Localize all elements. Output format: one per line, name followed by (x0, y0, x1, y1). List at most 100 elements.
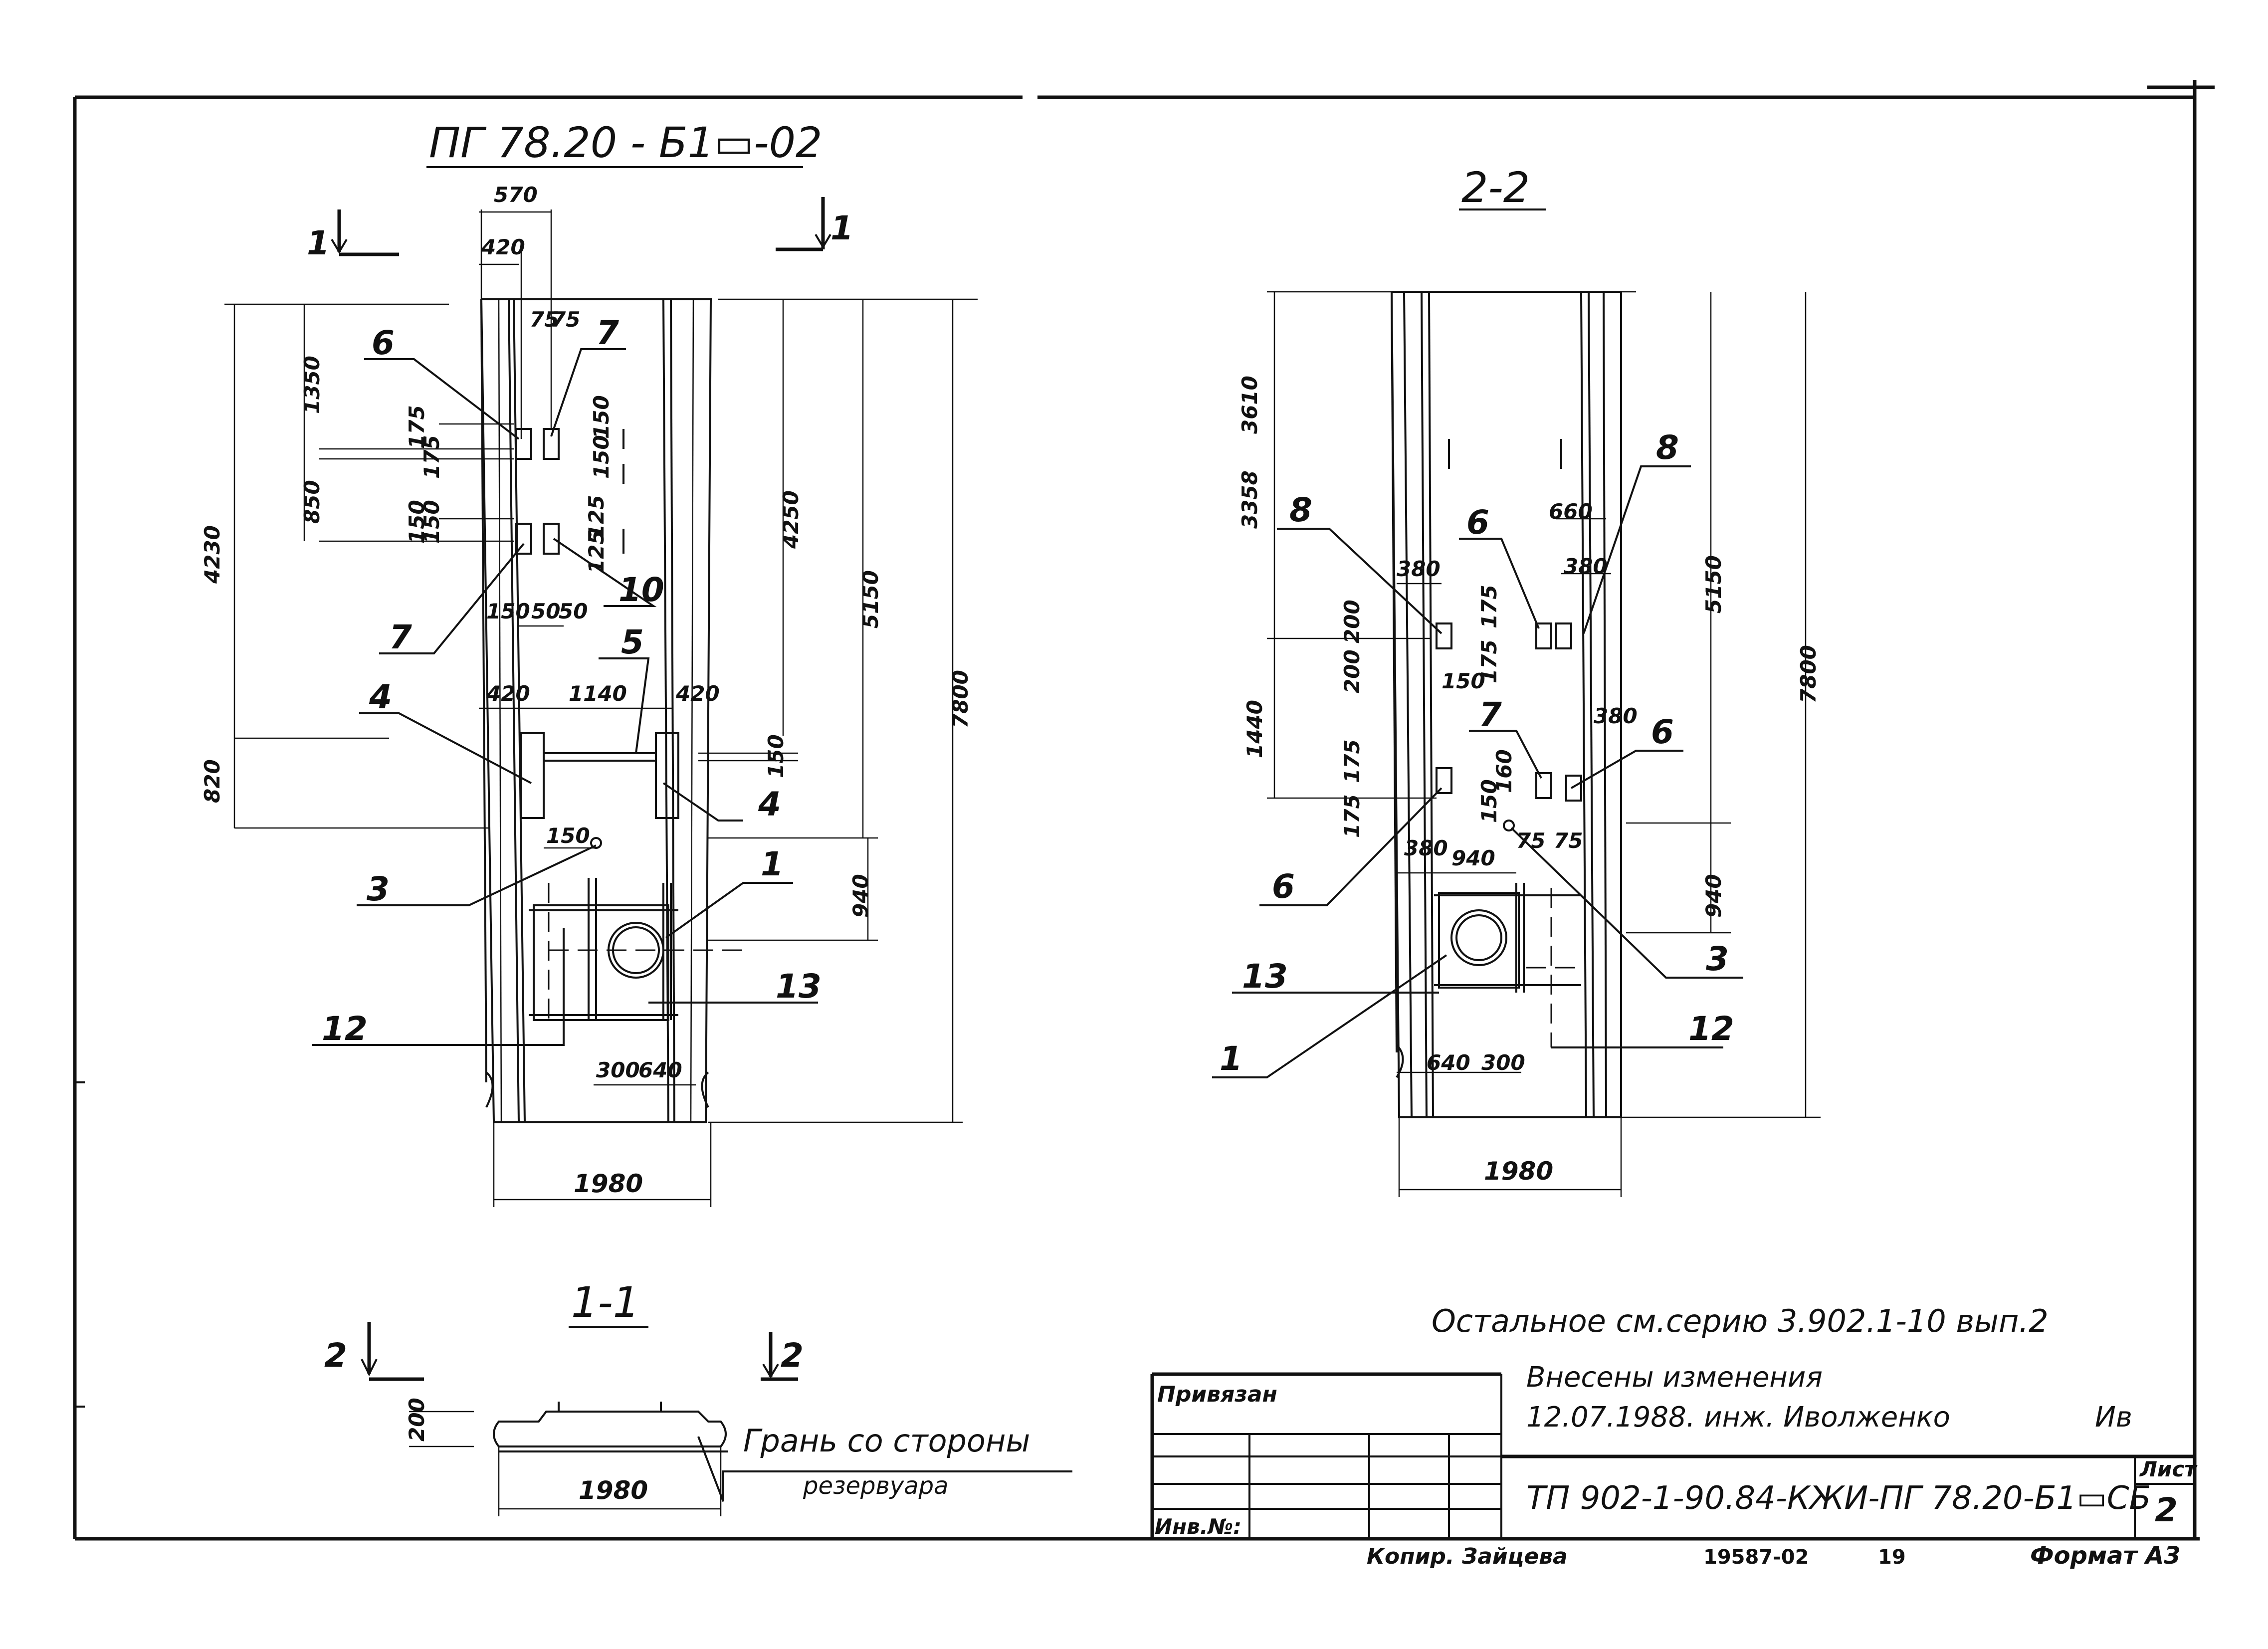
title-block: Привязан Инв.№: ТП 902-1-90.84-КЖИ-ПГ 78… (1150, 1372, 2198, 1539)
svg-text:3: 3 (367, 870, 390, 908)
svg-text:50: 50 (559, 599, 588, 623)
svg-text:13: 13 (776, 967, 822, 1006)
svg-text:7: 7 (596, 314, 619, 352)
svg-text:200: 200 (1340, 600, 1364, 643)
svg-text:1980: 1980 (1484, 1157, 1553, 1186)
svg-text:160: 160 (1492, 749, 1516, 793)
left-view-dimensions: 570 420 75 75 1350 175 175 150 150 850 1… (200, 183, 978, 1207)
svg-text:150: 150 (546, 824, 590, 848)
document-code: ТП 902-1-90.84-КЖИ-ПГ 78.20-Б1▭СБ (1526, 1480, 2151, 1517)
inv-no-label: Инв.№: (1155, 1514, 1241, 1539)
svg-text:150: 150 (1442, 669, 1485, 693)
svg-text:570: 570 (494, 183, 538, 207)
svg-text:7: 7 (1479, 695, 1502, 734)
svg-text:820: 820 (200, 759, 224, 803)
svg-text:1140: 1140 (569, 681, 627, 706)
svg-text:Копир. Зайцева: Копир. Зайцева (1367, 1544, 1568, 1569)
svg-text:380: 380 (1397, 557, 1441, 581)
mark-title: ПГ 78.20 - Б1▭-02 (429, 118, 822, 167)
svg-text:19587-02: 19587-02 (1703, 1546, 1809, 1569)
svg-text:380: 380 (1404, 836, 1448, 860)
svg-text:50: 50 (531, 599, 560, 623)
svg-text:1: 1 (761, 845, 784, 883)
svg-text:Грань со стороны: Грань со стороны (743, 1423, 1030, 1459)
series-note: Остальное см.серию 3.902.1-10 вып.2 (1432, 1303, 2049, 1339)
svg-text:1440: 1440 (1242, 700, 1267, 758)
svg-text:10: 10 (619, 571, 664, 609)
svg-text:75: 75 (530, 307, 559, 332)
svg-text:4: 4 (369, 678, 392, 716)
svg-text:125: 125 (584, 495, 609, 539)
svg-text:4230: 4230 (200, 525, 224, 584)
privyazan-label: Привязан (1157, 1382, 1277, 1407)
svg-text:1350: 1350 (300, 356, 324, 414)
svg-text:4250: 4250 (779, 490, 803, 549)
svg-text:175: 175 (1340, 794, 1364, 838)
svg-text:640: 640 (1427, 1050, 1470, 1075)
svg-text:300: 300 (1481, 1050, 1525, 1075)
svg-text:1: 1 (1220, 1039, 1242, 1078)
svg-text:75: 75 (1516, 828, 1545, 853)
svg-text:940: 940 (848, 874, 873, 918)
section-1-1: 1-1 2 2 200 1980 Грань со стороны резерв… (324, 1278, 1072, 1516)
svg-text:3610: 3610 (1237, 376, 1262, 434)
svg-text:7800: 7800 (1796, 645, 1821, 703)
footer: Копир. Зайцева 19587-02 19 Формат А3 (1367, 1542, 2181, 1570)
left-view-callouts: 6 7 7 10 5 4 4 3 1 13 12 (312, 314, 822, 1048)
svg-text:150: 150 (419, 500, 444, 544)
change-note: Внесены изменения 12.07.1988. инж. Иволж… (1526, 1361, 2132, 1434)
svg-text:175: 175 (1477, 639, 1501, 683)
svg-text:640: 640 (638, 1058, 682, 1082)
svg-text:Формат А3: Формат А3 (2030, 1542, 2181, 1570)
drawing-frame (73, 80, 2215, 1541)
svg-text:420: 420 (486, 681, 530, 706)
svg-text:5: 5 (621, 623, 644, 661)
svg-text:150: 150 (589, 395, 614, 439)
svg-text:940: 940 (1451, 846, 1495, 870)
svg-text:12: 12 (1688, 1010, 1734, 1048)
svg-text:150: 150 (486, 599, 530, 623)
section-2-2-title: 2-2 (1461, 163, 1530, 212)
svg-text:7: 7 (389, 618, 412, 656)
svg-text:5150: 5150 (1701, 555, 1726, 614)
svg-text:175: 175 (405, 405, 429, 449)
svg-text:резервуара: резервуара (803, 1472, 949, 1500)
sheet-label: Лист (2139, 1457, 2198, 1481)
svg-text:175: 175 (1340, 739, 1364, 783)
svg-text:19: 19 (1878, 1546, 1906, 1569)
svg-text:200: 200 (405, 1398, 429, 1442)
svg-text:150: 150 (589, 435, 614, 479)
svg-text:175: 175 (419, 435, 444, 479)
svg-text:2: 2 (324, 1336, 347, 1375)
svg-text:150: 150 (405, 500, 429, 544)
svg-text:6: 6 (372, 324, 395, 362)
svg-text:420: 420 (481, 235, 525, 259)
svg-text:380: 380 (1564, 554, 1608, 579)
svg-text:1980: 1980 (579, 1476, 648, 1505)
svg-text:13: 13 (1242, 957, 1288, 996)
svg-text:4: 4 (758, 785, 781, 824)
svg-text:380: 380 (1594, 704, 1638, 728)
svg-text:300: 300 (596, 1058, 640, 1082)
svg-text:2: 2 (781, 1336, 804, 1375)
svg-text:6: 6 (1651, 713, 1674, 751)
right-view-dimensions: 3358 3610 380 660 380 200 200 175 175 15… (1237, 291, 1821, 1197)
right-view-callouts: 8 8 6 7 6 6 3 13 12 1 (1212, 428, 1743, 1078)
svg-text:1: 1 (830, 209, 853, 247)
svg-text:1: 1 (307, 224, 330, 262)
svg-text:5150: 5150 (858, 570, 883, 628)
svg-text:7800: 7800 (948, 670, 973, 728)
svg-text:8: 8 (1289, 491, 1312, 529)
svg-text:75: 75 (1554, 828, 1583, 853)
svg-text:850: 850 (300, 480, 324, 524)
svg-text:660: 660 (1549, 499, 1593, 524)
svg-text:8: 8 (1656, 428, 1679, 467)
svg-text:175: 175 (1477, 585, 1501, 628)
svg-text:1-1: 1-1 (571, 1278, 639, 1327)
svg-text:150: 150 (1477, 779, 1501, 823)
svg-text:Ив: Ив (2095, 1401, 2132, 1434)
svg-text:1980: 1980 (574, 1169, 643, 1198)
section-cut-1-marks: 1 1 (307, 197, 853, 262)
svg-text:12: 12 (322, 1010, 368, 1048)
